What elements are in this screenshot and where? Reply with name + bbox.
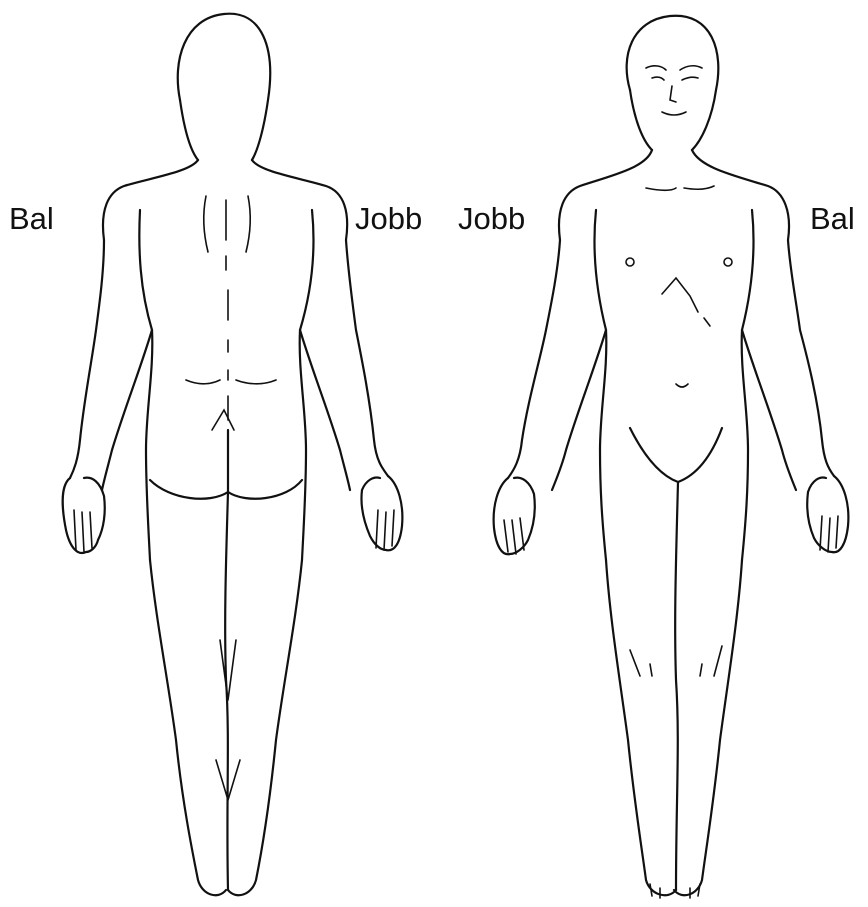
label-front-view-left-side: Jobb: [458, 203, 525, 234]
label-back-view-right-side: Jobb: [355, 203, 422, 234]
label-front-view-right-side: Bal: [810, 203, 855, 234]
label-back-view-left-side: Bal: [9, 203, 54, 234]
